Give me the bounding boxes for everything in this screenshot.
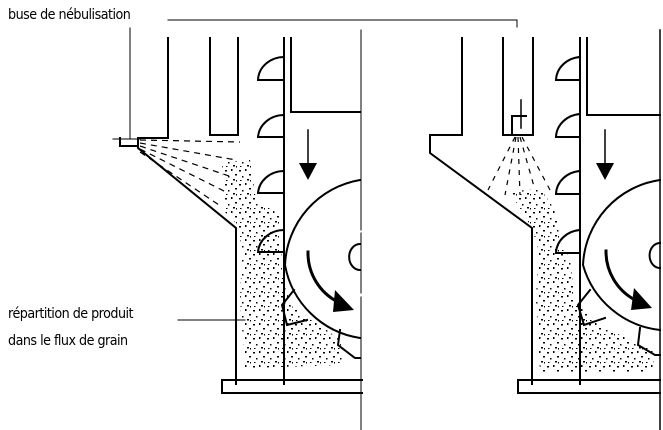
rotor-hub: [348, 242, 362, 272]
distribution-label-line1: répartition de produit: [8, 306, 134, 322]
left-panel: [112, 19, 518, 430]
right-panel: [429, 19, 662, 430]
nozzle-tube: [502, 37, 534, 136]
side-nozzle-icon: [119, 137, 139, 147]
spray-pattern: [487, 136, 551, 196]
flap: [554, 55, 582, 81]
product-distribution-area: [510, 188, 655, 372]
outlet-housing: [290, 37, 361, 113]
outlet-housing: [586, 37, 661, 116]
rotor-wheel: [581, 178, 662, 332]
rotor-blade: [280, 288, 309, 327]
rotor-hub: [648, 241, 662, 270]
top-nozzle-icon: [511, 115, 527, 136]
flap: [256, 55, 286, 81]
rotor-blade: [576, 288, 607, 327]
flow-arrowhead-icon: [299, 163, 317, 180]
base-plate: [517, 379, 661, 394]
distribution-label-line2: dans le flux de grain: [8, 333, 128, 349]
flap: [256, 113, 286, 138]
flap: [256, 169, 286, 194]
hopper-partition: [209, 37, 239, 136]
hopper-left-wall: [429, 37, 533, 385]
rotation-arrow-icon: [306, 250, 341, 305]
rotor-blade: [636, 326, 661, 356]
flap: [554, 169, 582, 195]
nozzle-label: buse de nébulisation: [8, 7, 131, 23]
rotation-arrow-icon: [604, 249, 638, 303]
base-plate: [221, 379, 363, 394]
product-distribution-area: [222, 160, 345, 368]
flap: [554, 112, 582, 138]
spray-pattern: [139, 139, 241, 208]
hopper-left-wall: [137, 37, 237, 385]
rotor-wheel: [283, 178, 362, 340]
flow-arrowhead-icon: [596, 163, 614, 180]
rotation-arrowhead-icon: [333, 290, 354, 312]
rotor-blade: [336, 328, 361, 359]
rotation-arrowhead-icon: [631, 288, 652, 310]
